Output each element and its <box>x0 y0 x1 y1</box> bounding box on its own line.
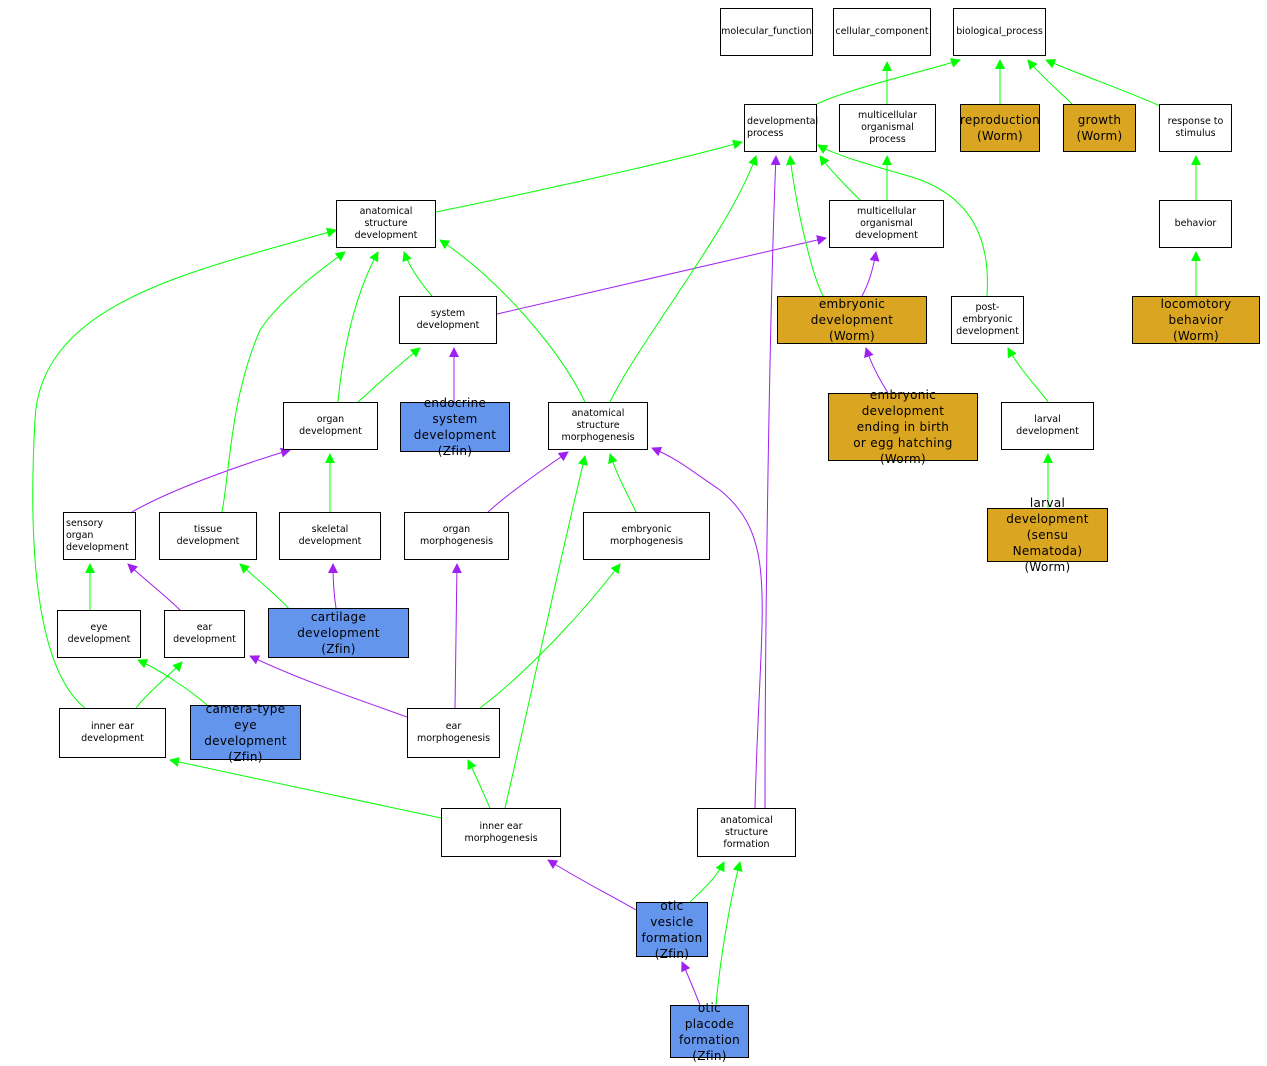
node-post-embryonic-development[interactable]: post-embryonic development <box>951 296 1024 344</box>
node-embryonic-morphogenesis[interactable]: embryonic morphogenesis <box>583 512 710 560</box>
node-inner-ear-morphogenesis[interactable]: inner ear morphogenesis <box>441 808 561 857</box>
edge-part-of-inner-ear-development-to-ear-development <box>249 655 408 718</box>
edge-is-a-embryonic-morphogenesis-to-anatomical-structure-morphogenesis <box>239 563 291 611</box>
node-cartilage-development[interactable]: cartilage development (Zfin) <box>268 608 409 658</box>
node-tissue-development[interactable]: tissue development <box>159 512 257 560</box>
node-skeletal-development[interactable]: skeletal development <box>279 512 381 560</box>
node-larval-development-nematoda[interactable]: larval development (sensu Nematoda) (Wor… <box>987 496 1108 574</box>
edge-is-a-anatomical-structure-morphogenesis-to-developmental-process <box>439 239 586 403</box>
node-locomotory-behavior[interactable]: locomotory behavior (Worm) <box>1132 296 1260 344</box>
node-growth[interactable]: growth (Worm) <box>1063 104 1136 152</box>
node-camera-type-eye-development[interactable]: camera-type eye development (Zfin) <box>190 702 301 764</box>
edge-is-a-skeletal-development-to-organ-development <box>608 453 637 513</box>
edge-part-of-ear-morphogenesis-to-ear-development <box>764 155 781 809</box>
edge-part-of-embryonic-morphogenesis-to-embryonic-development <box>328 563 339 609</box>
edge-part-of-embryonic-development-to-multicellular-organismal-development <box>861 251 880 297</box>
edge-is-a-system-development-to-anatomical-structure-development <box>402 251 433 297</box>
edge-is-a-camera-type-eye-development-to-eye-development <box>467 759 491 809</box>
edge-is-a-ear-morphogenesis-to-embryonic-morphogenesis <box>169 757 442 819</box>
edge-is-a-anatomical-structure-development-to-developmental-process <box>435 139 743 213</box>
edge-part-of-anatomical-structure-morphogenesis-to-anatomical-structure-development <box>131 447 291 513</box>
node-behavior[interactable]: behavior <box>1159 200 1232 248</box>
edge-part-of-system-development-to-multicellular-organismal-development <box>496 235 827 315</box>
node-system-development[interactable]: system development <box>399 296 497 344</box>
edge-is-a-endocrine-system-development-to-system-development <box>609 155 758 403</box>
edge-is-a-embryonic-development-ending-to-embryonic-development <box>1007 347 1049 403</box>
edge-is-a-developmental-process-to-biological-process <box>816 58 961 105</box>
node-anatomical-structure-morphogenesis[interactable]: anatomical structure morphogenesis <box>548 402 648 450</box>
edge-part-of-cartilage-development-to-skeletal-development <box>451 563 462 709</box>
edge-part-of-organ-morphogenesis-to-organ-development <box>127 563 181 611</box>
node-ear-development[interactable]: ear development <box>164 610 245 658</box>
edge-is-a-inner-ear-morphogenesis-to-anatomical-structure-morphogenesis <box>689 861 725 903</box>
node-larval-development[interactable]: larval development <box>1001 402 1094 450</box>
edge-is-a-sensory-organ-development-to-organ-development <box>221 251 346 513</box>
node-molecular-function[interactable]: molecular_function <box>720 8 813 56</box>
node-reproduction[interactable]: reproduction (Worm) <box>960 104 1040 152</box>
edge-is-a-embryonic-development-to-developmental-process <box>786 155 824 297</box>
edge-is-a-eye-development-to-sensory-organ-development <box>32 227 337 709</box>
edge-part-of-anatomical-structure-formation-to-anatomical-structure-morphogenesis <box>681 961 701 1006</box>
node-response-to-stimulus[interactable]: response to stimulus <box>1159 104 1232 152</box>
node-organ-morphogenesis[interactable]: organ morphogenesis <box>404 512 509 560</box>
node-endocrine-system-development[interactable]: endocrine system development (Zfin) <box>400 396 510 458</box>
node-otic-vesicle-formation[interactable]: otic vesicle formation (Zfin) <box>636 899 708 961</box>
edge-is-a-response-to-stimulus-to-biological-process <box>1045 59 1161 107</box>
node-anatomical-structure-formation[interactable]: anatomical structure formation <box>697 808 796 857</box>
edge-is-a-cartilage-development-to-tissue-development <box>137 659 208 706</box>
edge-part-of-post-embryonic-development-to-multicellular-organismal-development <box>864 347 889 394</box>
edge-is-a-multicellular-organismal-development-to-developmental-process <box>819 155 861 201</box>
node-cellular-component[interactable]: cellular_component <box>833 8 931 56</box>
node-multicellular-organismal-development[interactable]: multicellular organismal development <box>829 200 944 248</box>
node-biological-process[interactable]: biological_process <box>953 8 1046 56</box>
node-embryonic-development[interactable]: embryonic development (Worm) <box>777 296 927 344</box>
node-otic-placode-formation[interactable]: otic placode formation (Zfin) <box>670 1001 749 1063</box>
node-sensory-organ-development[interactable]: sensory organ development <box>63 512 136 560</box>
node-multicellular-organismal-process[interactable]: multicellular organismal process <box>839 104 936 152</box>
edge-is-a-larval-development-nematoda-to-larval-development <box>337 251 379 403</box>
node-inner-ear-development[interactable]: inner ear development <box>59 708 166 758</box>
node-organ-development[interactable]: organ development <box>283 402 378 450</box>
node-developmental-process[interactable]: developmental process <box>744 104 818 152</box>
edge-part-of-inner-ear-morphogenesis-to-ear-morphogenesis <box>651 446 763 809</box>
edge-is-a-ear-morphogenesis-to-organ-morphogenesis <box>504 455 588 809</box>
edge-is-a-organ-development-to-anatomical-structure-development <box>357 347 421 403</box>
node-ear-morphogenesis[interactable]: ear morphogenesis <box>407 708 500 758</box>
node-eye-development[interactable]: eye development <box>57 610 141 658</box>
edge-is-a-anatomical-structure-formation-to-developmental-process <box>715 861 743 1006</box>
node-anatomical-structure-development[interactable]: anatomical structure development <box>336 200 436 248</box>
edge-is-a-post-embryonic-development-to-developmental-process <box>817 144 988 297</box>
edge-part-of-inner-ear-morphogenesis-to-inner-ear-development <box>547 859 637 911</box>
edge-is-a-inner-ear-development-to-anatomical-structure-development <box>479 563 621 709</box>
edge-part-of-tissue-development-to-organ-development <box>487 451 569 513</box>
edge-is-a-growth-to-biological-process <box>1027 59 1073 105</box>
edge-is-a-ear-development-to-sensory-organ-development <box>135 661 183 709</box>
node-embryonic-development-ending[interactable]: embryonic development ending in birth or… <box>828 388 978 466</box>
